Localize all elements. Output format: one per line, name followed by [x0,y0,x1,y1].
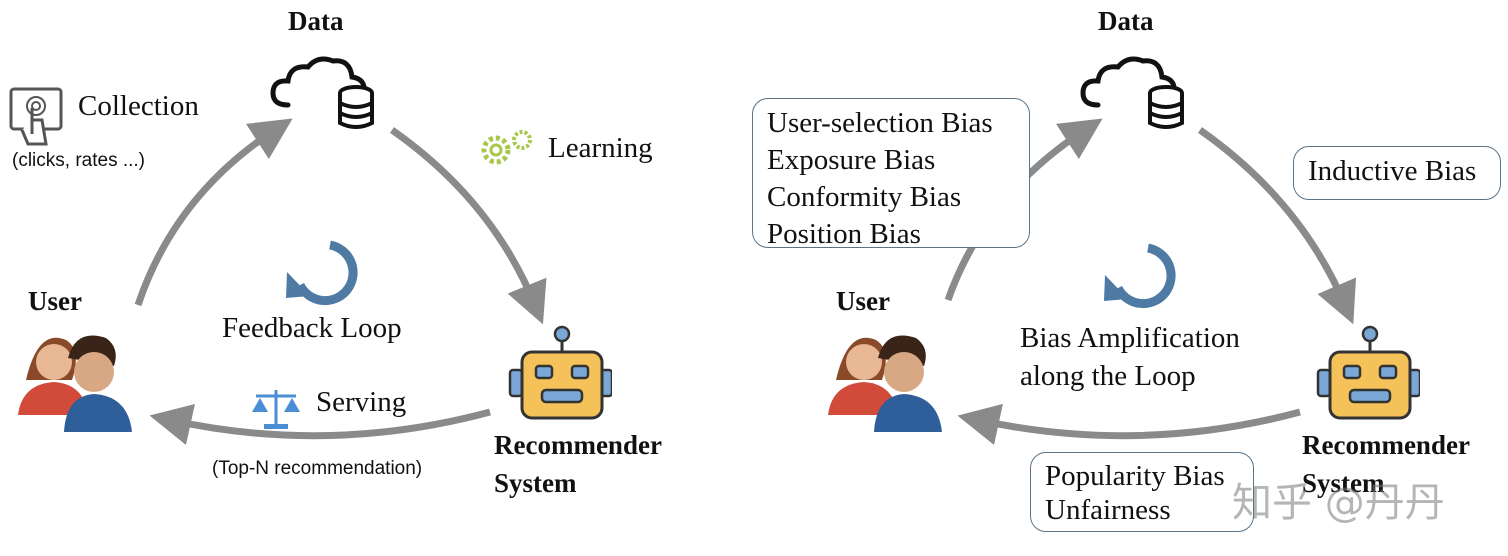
inductive-bias-box: Inductive Bias [1293,146,1501,200]
system-title-right-line1: Recommender [1302,430,1470,460]
arrow-data-to-system [389,127,547,325]
amplification-label-line2: along the Loop [1020,360,1196,392]
serving-bias-box: Popularity Bias Unfairness [1030,452,1254,532]
serving-sublabel: (Top-N recommendation) [212,458,423,479]
bias-item: Exposure Bias [767,144,936,176]
user-title: User [28,286,82,316]
user-title-right: User [836,286,890,316]
robot-icon [508,325,612,420]
robot-icon-right [1316,325,1420,420]
cloud-database-icon-right [1080,56,1184,129]
data-bias-box: User-selection Bias Exposure Bias Confor… [752,98,1030,250]
bias-item: Unfairness [1045,494,1171,526]
amplification-label-line1: Bias Amplification [1020,322,1240,354]
system-title-line1: Recommender [494,430,662,460]
arrow-data-to-system-right [1197,127,1357,325]
bias-item: Popularity Bias [1045,460,1225,492]
watermark: 知乎 @丹丹 [1232,480,1445,526]
data-title-right: Data [1098,6,1154,36]
system-title-right-line2: System [1302,468,1385,498]
gears-icon [481,130,532,165]
feedback-loop-label: Feedback Loop [222,312,402,344]
inductive-bias-label: Inductive Bias [1308,155,1477,187]
feedback-loop-icon [286,240,358,306]
bias-item: Conformity Bias [767,181,962,213]
collection-label: Collection [78,90,199,122]
serving-label: Serving [316,386,407,418]
learning-label: Learning [548,132,653,164]
arrow-system-to-user [149,403,491,445]
arrow-user-to-data [134,118,293,307]
system-title-line2: System [494,468,577,498]
cloud-database-icon [270,56,374,129]
data-title: Data [288,6,344,36]
arrow-system-to-user-right [957,403,1301,445]
collection-sublabel: (clicks, rates ...) [12,150,146,171]
bias-item: Position Bias [767,218,921,250]
bias-amplification-loop-icon [1104,243,1176,309]
users-avatar-icon-right [828,335,942,432]
scales-icon [252,390,300,429]
bias-item: User-selection Bias [767,107,993,139]
users-avatar-icon [18,335,132,432]
touch-screen-icon [9,87,63,146]
